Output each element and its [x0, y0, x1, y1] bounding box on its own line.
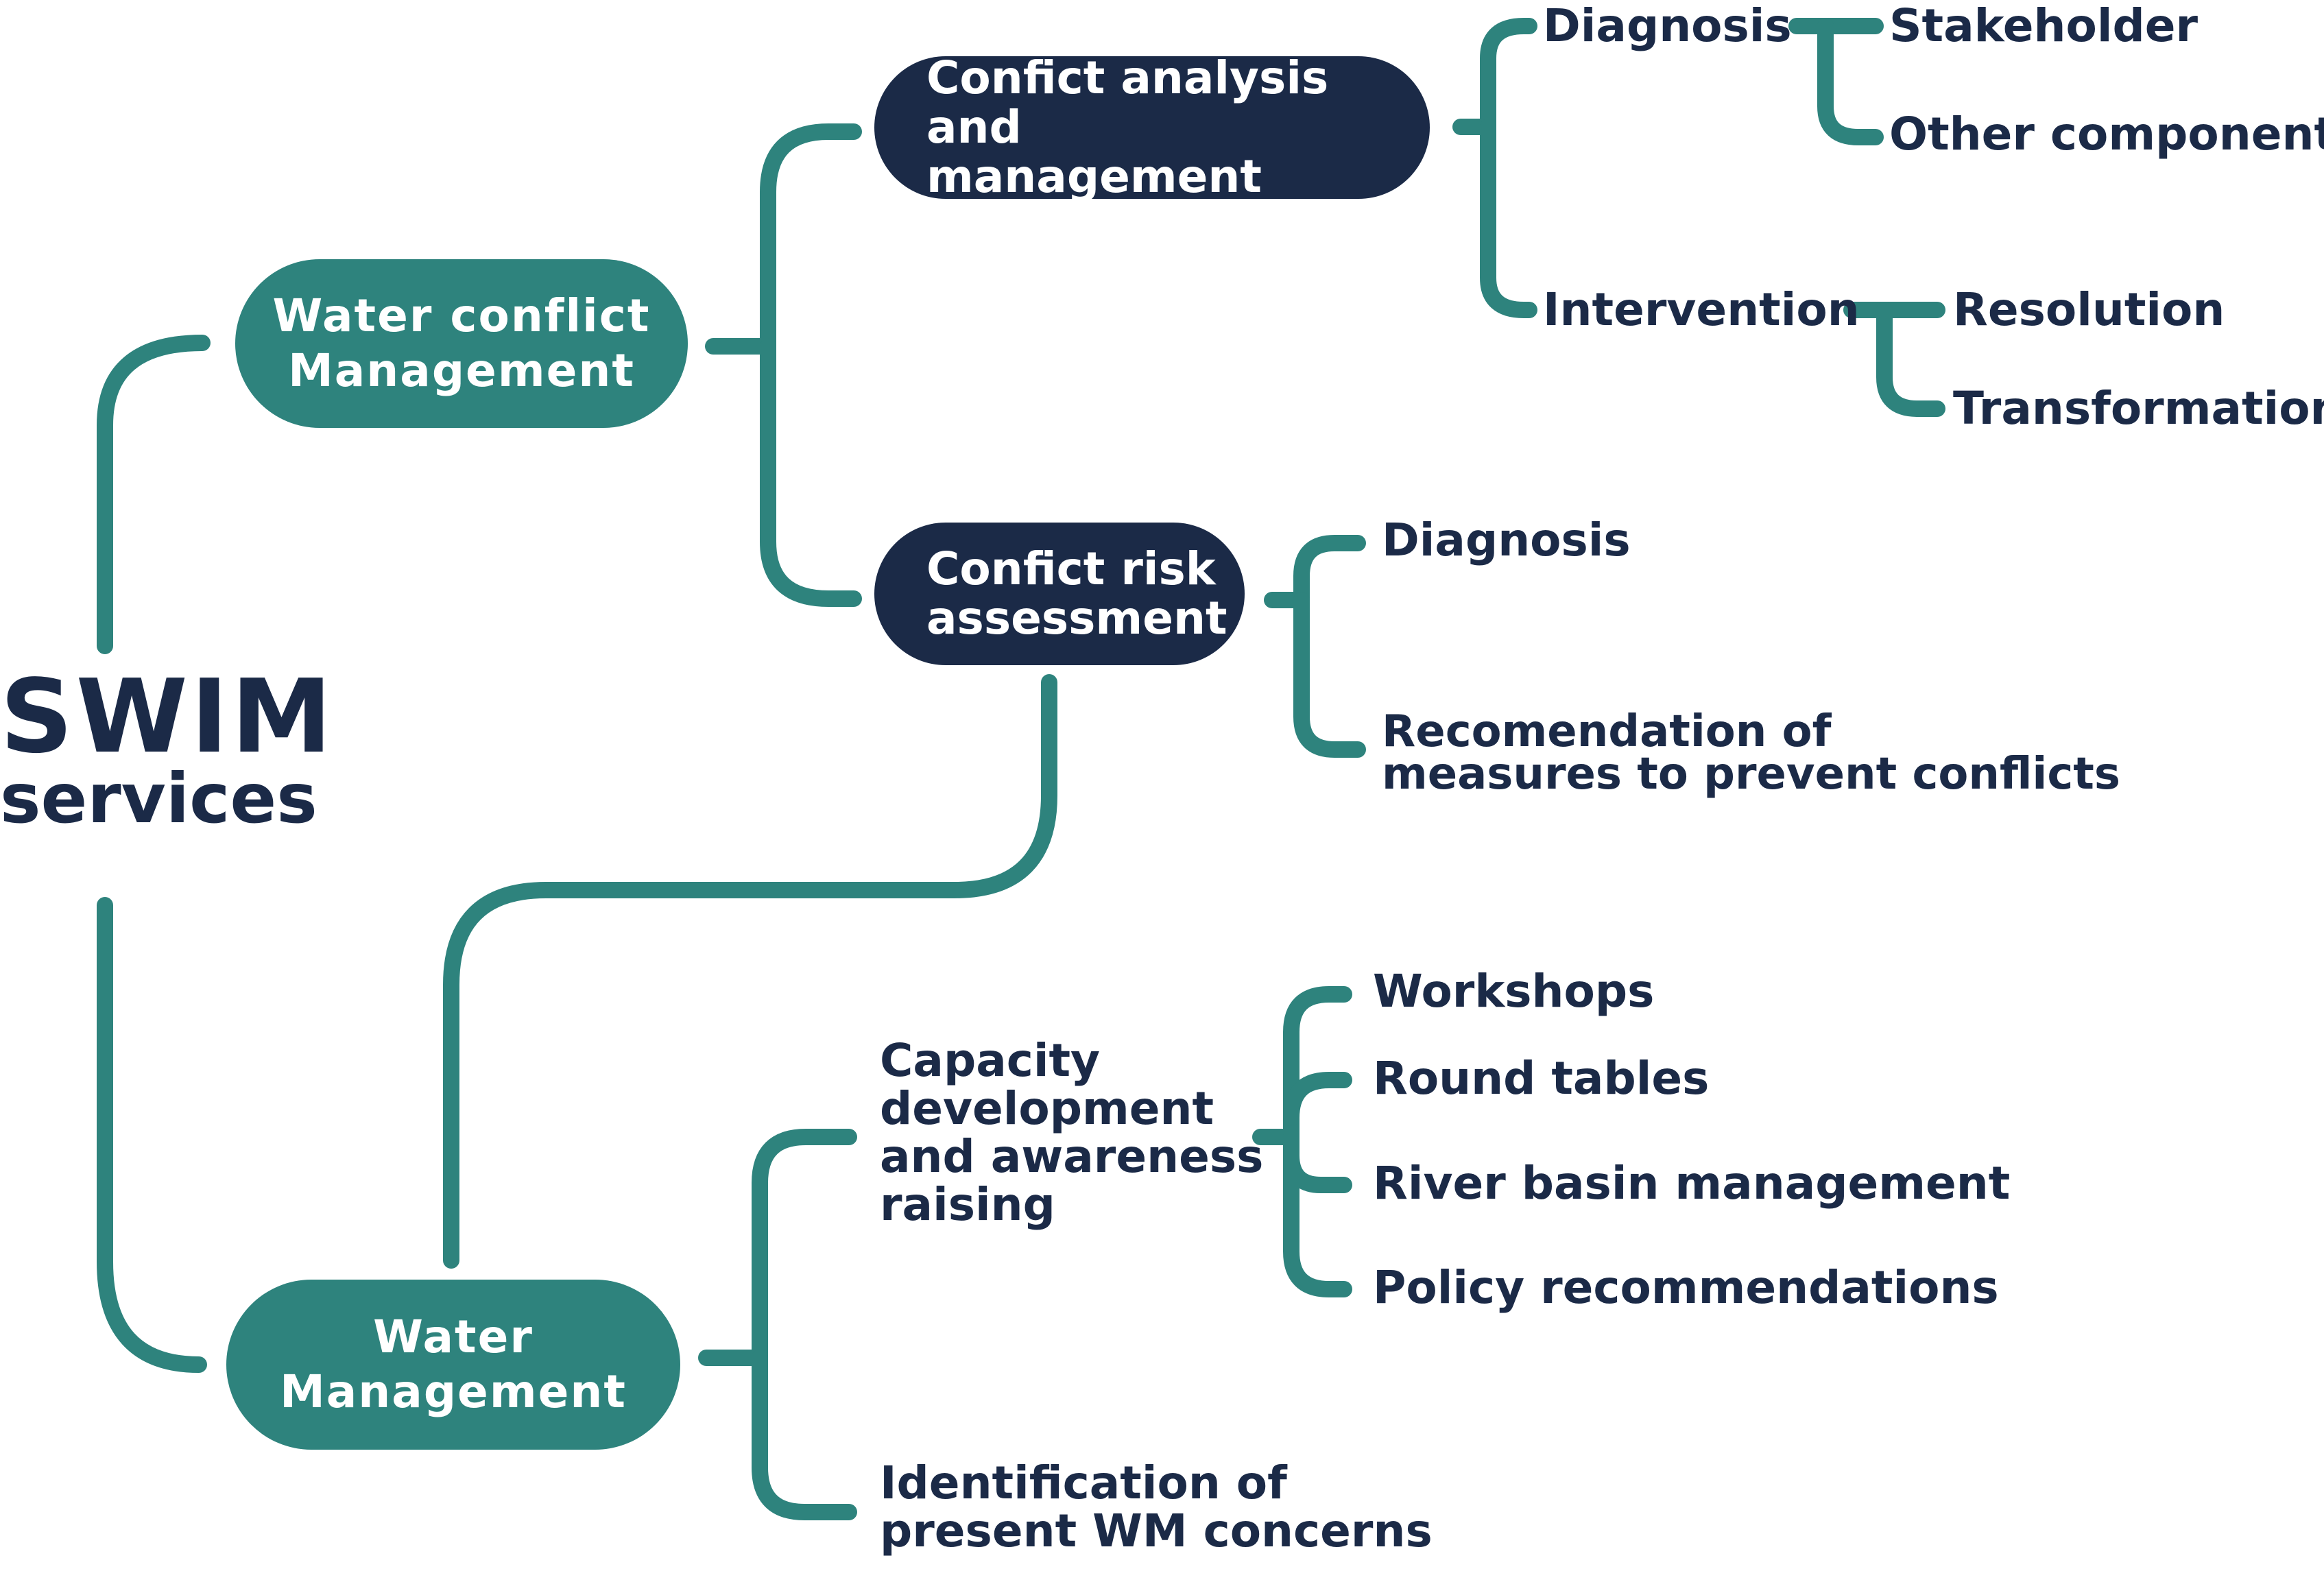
- conflict-analysis-node: Confict analysis and management: [874, 51, 1430, 203]
- node-line2: Management: [288, 344, 635, 397]
- recommendation-label: Recomendation of measures to prevent con…: [1382, 706, 2120, 800]
- capacity-development-label: Capacity development and awareness raisi…: [880, 1037, 1263, 1229]
- connector-wcm-to-conflict-risk: [760, 338, 862, 607]
- connector-analysis-to-diagnosis: [1480, 18, 1537, 135]
- capacity-line1: Capacity: [880, 1034, 1101, 1087]
- recommendation-line1: Recomendation of: [1382, 706, 1832, 757]
- connector-capacity-to-round-tables: [1283, 1072, 1352, 1126]
- node-line1: Water conflict: [272, 289, 651, 342]
- risk-diagnosis-label: Diagnosis: [1382, 514, 1631, 566]
- identification-line1: Identification of: [880, 1457, 1287, 1509]
- capacity-line3: and awareness: [880, 1130, 1264, 1183]
- connector-capacity-to-policy: [1283, 1129, 1352, 1297]
- node-line1: Confict analysis and: [926, 51, 1329, 154]
- node-line2: assessment: [926, 592, 1227, 645]
- connector-risk-to-diagnosis: [1293, 535, 1366, 608]
- connector-intervention-to-transformation: [1876, 302, 1945, 417]
- connector-risk-to-water-management: [443, 674, 1057, 1269]
- connector-diagnosis-to-other: [1817, 18, 1884, 145]
- water-management-node: Water Management: [226, 1280, 680, 1450]
- identification-label: Identification of present WM concerns: [880, 1459, 1433, 1555]
- connector-wm-to-capacity: [752, 1129, 857, 1366]
- recommendation-line2: measures to prevent conflicts: [1382, 749, 2120, 800]
- connector-risk-to-recommendation: [1293, 592, 1366, 758]
- round-tables-label: Round tables: [1373, 1052, 1710, 1105]
- connector-root-to-water-conflict: [97, 335, 211, 654]
- node-line1: Water: [373, 1310, 534, 1363]
- transformation-label: Transformation: [1953, 382, 2324, 435]
- water-conflict-management-node: Water conflict Management: [235, 259, 688, 428]
- connector-analysis-to-intervention: [1480, 119, 1537, 318]
- node-line2: management: [926, 150, 1262, 203]
- diagnosis-label: Diagnosis: [1543, 0, 1792, 52]
- node-line1: Confict risk: [926, 542, 1216, 595]
- river-basin-management-label: River basin management: [1373, 1157, 2011, 1210]
- node-line2: Management: [280, 1365, 627, 1418]
- stakeholder-label: Stakeholder: [1889, 0, 2199, 52]
- capacity-line2: development: [880, 1082, 1214, 1135]
- root-title-line1: SWIM: [0, 658, 335, 776]
- root-title: SWIM services: [0, 658, 335, 839]
- conflict-risk-node: Confict risk assessment: [874, 523, 1245, 665]
- capacity-line4: raising: [880, 1178, 1055, 1231]
- policy-recommendations-label: Policy recommendations: [1373, 1261, 1999, 1314]
- connector-wcm-to-conflict-analysis: [760, 123, 862, 355]
- root-title-line2: services: [0, 758, 318, 839]
- resolution-label: Resolution: [1953, 283, 2225, 336]
- connector-wm-to-identification: [752, 1350, 857, 1520]
- identification-line2: present WM concerns: [880, 1505, 1433, 1557]
- workshops-label: Workshops: [1373, 965, 1655, 1018]
- connector-capacity-to-workshops: [1283, 986, 1352, 1145]
- connector-root-to-water-management: [97, 897, 207, 1373]
- other-components-label: Other components: [1889, 108, 2324, 160]
- intervention-label: Intervention: [1543, 283, 1860, 336]
